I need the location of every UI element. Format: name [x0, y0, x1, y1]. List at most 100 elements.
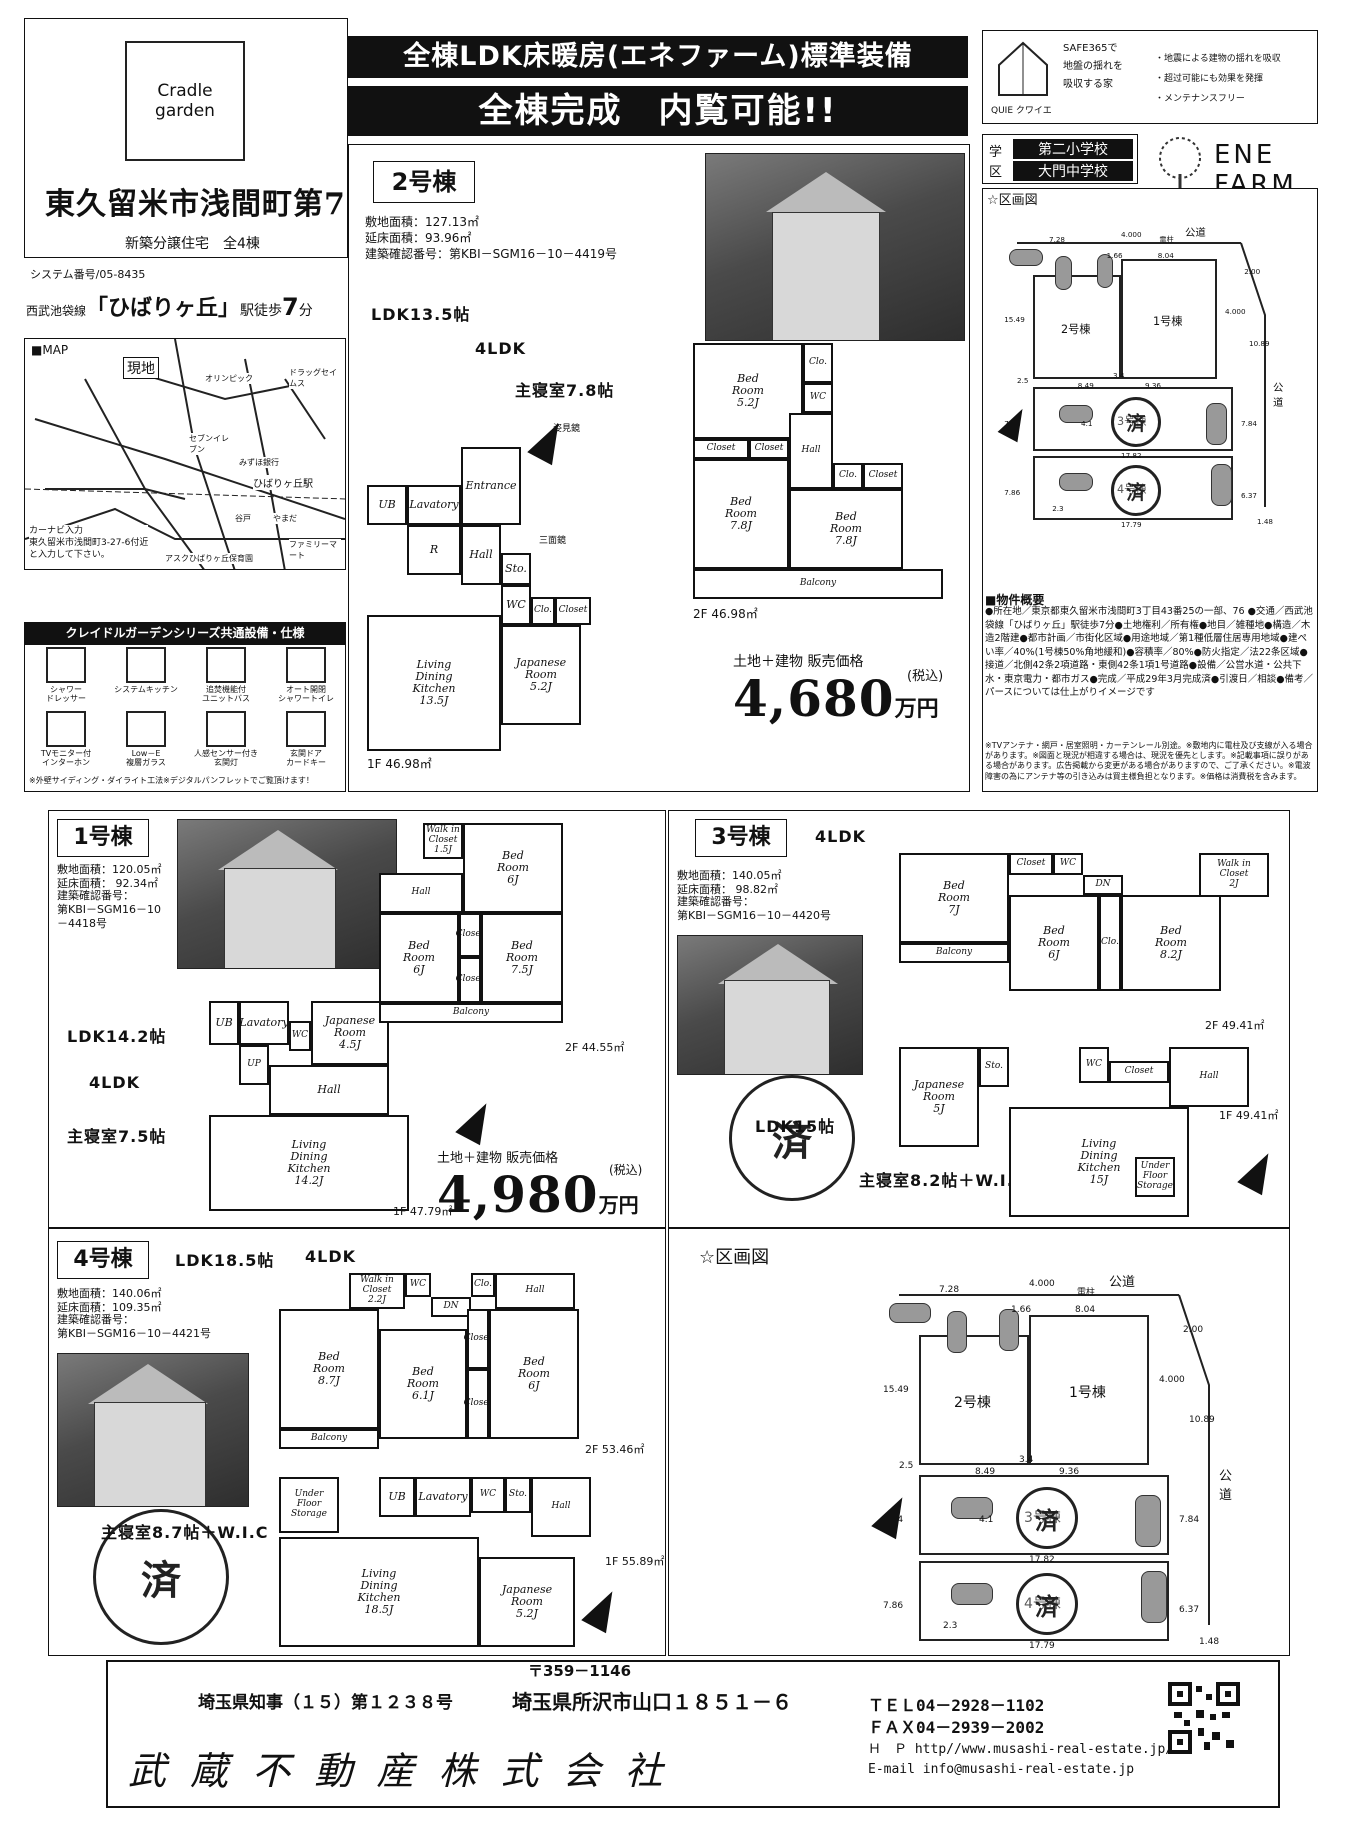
- lot-1-label: 1号棟: [1153, 314, 1183, 328]
- room: Clo.: [803, 343, 833, 383]
- floor2-label: 2F 53.46㎡: [585, 1443, 645, 1456]
- room: WC: [471, 1477, 505, 1513]
- facility-item: 追焚機能付 ユニットバス: [187, 647, 265, 709]
- fax: ＦＡＸ04－2939－2002: [868, 1718, 1045, 1737]
- car-icon: [951, 1497, 993, 1519]
- site-lines: [899, 1294, 1210, 1625]
- map-label: ファミリーマート: [289, 539, 341, 561]
- safe365-panel: QUIE クワイエ SAFE365で 地盤の揺れを 吸収する家 ・地震による建物…: [982, 30, 1318, 124]
- homepage-link[interactable]: http//www.musashi-real-estate.jp/: [914, 1742, 1174, 1757]
- lot-4: [919, 1561, 1169, 1641]
- room: Living Dining Kitchen 18.5J: [279, 1537, 479, 1647]
- lot-3-stamp: 済: [1110, 396, 1162, 448]
- unit-4-site-area: 敷地面積：140.06㎡: [57, 1287, 162, 1300]
- room: Bed Room 7J: [899, 853, 1009, 943]
- floor2-label: 2F 44.55㎡: [565, 1041, 625, 1054]
- dimension-label: 7.28: [939, 1285, 960, 1295]
- dimension-label: 17.79: [1029, 1641, 1055, 1651]
- dimension-label: 17.79: [1121, 519, 1142, 529]
- unit-3-floor2-plan: Bed Room 7J Closet WC DN Walk in Closet …: [899, 853, 1279, 1023]
- unit-bath-icon: [206, 647, 246, 683]
- logo-panel: Cradle garden 東久留米市浅間町第7 新築分譲住宅 全4棟: [24, 18, 348, 258]
- unit-4-photo: [57, 1353, 249, 1507]
- room: Hall: [531, 1477, 591, 1537]
- floor1-label: 1F 46.98㎡: [367, 757, 432, 771]
- map-label: オリンピック: [205, 373, 253, 384]
- dimension-label: 7.84: [883, 1515, 904, 1525]
- homepage: Ｈ Ｐ http//www.musashi-real-estate.jp/: [868, 1742, 1174, 1757]
- room: Bed Room 6.1J: [379, 1329, 467, 1439]
- lot-1-label: 1号棟: [1069, 1385, 1106, 1401]
- room: Closet: [555, 597, 591, 625]
- license-number: 埼玉県知事（１５）第１２３８号: [198, 1693, 453, 1713]
- room: Closet: [1009, 853, 1053, 875]
- unit-1-name: 1号棟: [57, 819, 149, 857]
- quie-label: QUIE クワイエ: [991, 106, 1052, 116]
- unit-1-photo: [177, 819, 397, 969]
- cradle-garden-logo: Cradle garden: [125, 41, 245, 161]
- unit-3-name: 3号棟: [695, 819, 787, 857]
- facility-label: 玄関ドア カードキー: [286, 749, 326, 767]
- room: Living Dining Kitchen 13.5J: [367, 615, 501, 751]
- floor2-label: 2F 49.41㎡: [1205, 1019, 1265, 1032]
- floor1-label: 1F 55.89㎡: [605, 1555, 665, 1568]
- room: Bed Room 6J: [489, 1309, 579, 1439]
- dimension-label: 1.48: [1199, 1637, 1220, 1647]
- unit-3-permit: 建築確認番号： 第KBI－SGM16－10－4420号: [677, 895, 831, 922]
- unit-3-stamp: 済: [729, 1075, 855, 1201]
- lot-4: [1033, 455, 1233, 520]
- safe365-line: 地盤の揺れを: [1063, 61, 1123, 72]
- facility-label: TVモニター付 インターホン: [40, 749, 92, 767]
- intercom-icon: [46, 711, 86, 747]
- room: Bed Room 8.2J: [1121, 895, 1221, 991]
- dimension-label: 6.37: [1241, 491, 1258, 500]
- dimension-label: 2.00: [1183, 1325, 1204, 1335]
- dimension-label: 4.000: [1225, 307, 1246, 316]
- unit-3-floor1-plan: Japanese Room 5J Sto. WC Closet Hall Liv…: [899, 1047, 1279, 1217]
- email-link[interactable]: info@musashi-real-estate.jp: [922, 1762, 1135, 1777]
- room: WC: [1079, 1047, 1109, 1083]
- pole-label: 電柱: [1077, 1288, 1096, 1298]
- room: Lavatory: [239, 1001, 289, 1045]
- facilities-note: ※外壁サイディング・ダイライト工法※デジタルパンフレットでご覧頂けます！: [29, 776, 314, 785]
- dimension-label: 9.36: [1145, 380, 1162, 390]
- room: WC: [405, 1273, 431, 1297]
- dimension-label: 2.3: [943, 1621, 958, 1631]
- dimension-label: 2.3: [1052, 503, 1064, 513]
- unit-2-ldk: LDK13.5帖: [371, 305, 471, 324]
- safe365-bullet: ・地震による建物の揺れを吸収: [1155, 54, 1281, 64]
- unit-3-master: 主寝室8.2帖＋W.I.C: [859, 1171, 1027, 1190]
- unit-4-stamp: 済: [93, 1509, 229, 1645]
- site-plan-title: ☆区画図: [987, 193, 1038, 208]
- email: E-mail info@musashi-real-estate.jp: [868, 1762, 1135, 1777]
- room: Sto.: [501, 553, 531, 585]
- pole-label: 電柱: [1159, 235, 1174, 244]
- unit-3-photo: [677, 935, 863, 1075]
- unit-1-ldk: LDK14.2帖: [67, 1027, 167, 1046]
- dimension-label: 4.1: [979, 1515, 994, 1525]
- company-name: 武 蔵 不 動 産 株 式 会 社: [128, 1749, 669, 1793]
- unit-3-type: 4LDK: [815, 827, 867, 846]
- dimension-label: 9.36: [1059, 1467, 1080, 1477]
- qr-code-icon[interactable]: [1168, 1682, 1240, 1754]
- postal-code: 〒359－1146: [528, 1662, 632, 1680]
- room: Living Dining Kitchen 15J: [1009, 1107, 1189, 1217]
- room: Japanese Room 5.2J: [479, 1557, 575, 1647]
- unit-4-floor2-plan: Walk in Closet 2.2J WC Clo. Hall DN Bed …: [279, 1273, 659, 1463]
- dimension-label: 2.5: [1017, 375, 1029, 385]
- room: Clo.: [833, 463, 863, 489]
- overview-title: ■物件概要: [985, 593, 1045, 607]
- room: Lavatory: [407, 485, 461, 525]
- map-label: アスクひばりヶ丘保育園: [165, 553, 253, 564]
- room: Bed Room 7.8J: [693, 459, 789, 569]
- unit-2-master: 主寝室7.8帖: [515, 381, 615, 400]
- note-mirror: 姿見鏡: [553, 424, 581, 434]
- dimension-label: 7.86: [883, 1601, 904, 1611]
- school-elementary: 第二小学校: [1013, 139, 1133, 159]
- room: Bed Room 5.2J: [693, 343, 803, 439]
- unit-1-site-area: 敷地面積：120.05㎡: [57, 863, 162, 876]
- unit-1-floor2-plan: Walk in Closet 1.5J Bed Room 6J Hall Bed…: [379, 823, 589, 1023]
